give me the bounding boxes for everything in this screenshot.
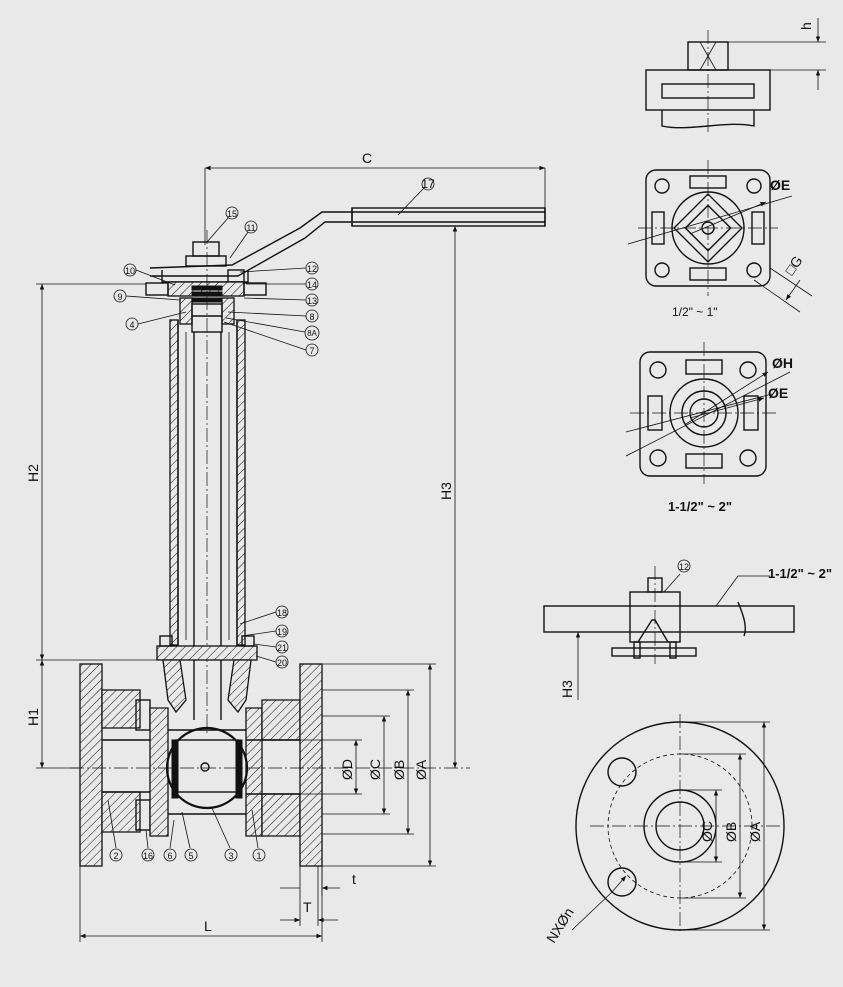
part-21: 21: [277, 643, 287, 653]
dim-H2: H2: [25, 283, 157, 661]
dim-H2-label: H2: [25, 464, 41, 482]
dim-C-label: C: [362, 150, 372, 166]
dim-A-end-label: ØA: [747, 821, 763, 842]
dim-H1: H1: [25, 660, 80, 769]
part-9: 9: [117, 292, 122, 302]
right-flange: [246, 663, 323, 867]
caption-large-size: 1-1/2" ~ 2": [668, 499, 732, 514]
valve-body: [149, 707, 263, 837]
main-section-view: C H2 H1 H3 ØD ØC: [25, 150, 546, 942]
part-8: 8: [309, 312, 314, 322]
dim-diameters: ØD ØC ØB ØA: [300, 663, 436, 867]
dim-L-label: L: [204, 918, 212, 934]
part-1: 1: [256, 851, 261, 861]
part-7: 7: [309, 346, 314, 356]
caption-small-size: 1/2" ~ 1": [672, 305, 718, 319]
dim-H3-label: H3: [438, 482, 454, 500]
dim-H3: H3: [352, 225, 460, 768]
dim-G-label: □G: [781, 253, 805, 278]
dim-H1-label: H1: [25, 708, 41, 726]
dim-t-label: t: [352, 871, 356, 887]
stem-top: [145, 241, 267, 333]
flange-end-view: ØC ØB ØA NXØn: [543, 714, 785, 946]
dim-E-label-large: ØE: [768, 385, 788, 401]
part-3: 3: [228, 851, 233, 861]
part-16: 16: [143, 851, 153, 861]
mounting-small-view: ØE □G 1/2" ~ 1": [627, 160, 813, 319]
part-2: 2: [113, 851, 118, 861]
dim-H3-detail-label: H3: [559, 680, 575, 698]
dim-h-label: h: [798, 22, 814, 30]
dim-T-label: T: [303, 899, 312, 915]
detail-part-12: 12: [679, 562, 689, 572]
dim-T-t: T t: [280, 866, 356, 926]
dim-B-label: ØB: [391, 760, 407, 780]
stem-detail-view: h: [645, 18, 826, 132]
part-14: 14: [307, 280, 317, 290]
part-19: 19: [277, 627, 287, 637]
part-17: 17: [421, 177, 435, 191]
dim-D-label: ØD: [339, 759, 355, 780]
dim-H-label: ØH: [772, 355, 793, 371]
part-balloons: 17 15 11 10 12 14 9: [107, 177, 435, 862]
dim-L: L: [79, 866, 323, 942]
mounting-large-view: ØH ØE 1-1/2" ~ 2": [625, 342, 793, 514]
part-15: 15: [227, 209, 237, 219]
part-18: 18: [277, 608, 287, 618]
part-8A: 8A: [307, 329, 317, 338]
part-4: 4: [129, 320, 134, 330]
handle-detail-view: 12 1-1/2" ~ 2" H3: [543, 559, 832, 700]
part-11: 11: [246, 223, 255, 233]
bonnet-flange: [156, 635, 258, 714]
dim-C-dia-end-label: ØC: [699, 821, 715, 842]
dim-C-dia-label: ØC: [367, 759, 383, 780]
part-13: 13: [307, 296, 317, 306]
dim-E-label-small: ØE: [770, 177, 790, 193]
dim-A-label: ØA: [413, 759, 429, 780]
dim-C: C: [204, 150, 546, 245]
part-20: 20: [277, 658, 287, 668]
dim-bolt-label: NXØn: [543, 905, 577, 946]
part-5: 5: [188, 851, 193, 861]
part-12: 12: [307, 264, 317, 274]
caption-handle-size: 1-1/2" ~ 2": [768, 566, 832, 581]
part-6: 6: [167, 851, 172, 861]
dim-B-end-label: ØB: [723, 822, 739, 842]
part-10: 10: [125, 266, 135, 276]
